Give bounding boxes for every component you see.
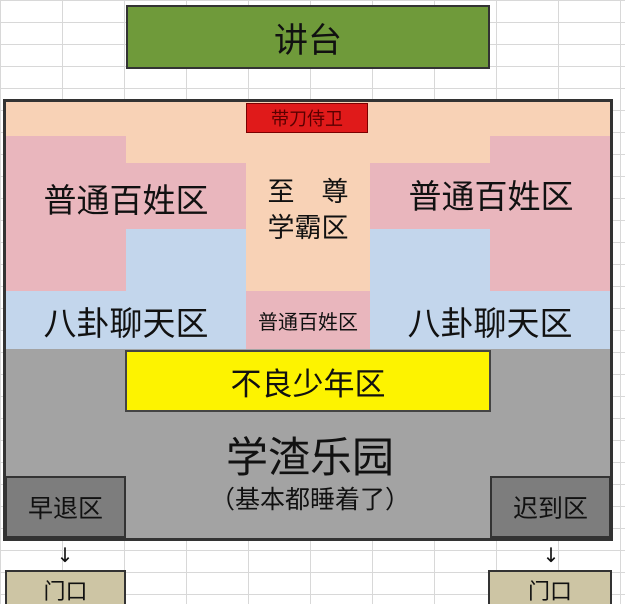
leave-early-zone: 早退区: [5, 476, 126, 538]
left-commoner-label: 普通百姓区: [43, 181, 209, 220]
left-arrow-icon: ↓: [56, 543, 74, 567]
center-commoner-zone: 普通百姓区: [246, 291, 370, 349]
guard-box: 带刀侍卫: [246, 103, 368, 133]
right-gossip-label: 八卦聊天区: [407, 304, 573, 343]
podium-label: 讲台: [274, 20, 342, 61]
supreme-line2: 学霸区: [267, 212, 349, 244]
left-commoner-zone-part: [126, 163, 246, 229]
right-gossip-zone: [370, 229, 490, 291]
podium: 讲台: [126, 5, 490, 69]
left-gossip-zone: [126, 229, 246, 291]
left-door-label: 门口: [43, 580, 88, 605]
left-commoner-zone: [6, 136, 126, 291]
late-label: 迟到区: [512, 494, 588, 523]
leave-early-label: 早退区: [27, 494, 103, 523]
guard-label: 带刀侍卫: [271, 109, 343, 130]
right-door-label: 门口: [527, 580, 572, 605]
slacker-subtitle: （基本都睡着了）: [209, 485, 410, 514]
supreme-line1: 至 尊: [267, 176, 349, 208]
delinquent-label: 不良少年区: [230, 366, 386, 403]
right-commoner-zone-part: [370, 163, 490, 229]
late-zone: 迟到区: [490, 476, 611, 538]
delinquent-zone: 不良少年区: [125, 350, 491, 412]
right-arrow-icon: ↓: [542, 543, 560, 567]
right-door: 门口: [488, 570, 612, 605]
center-commoner-label: 普通百姓区: [258, 309, 358, 334]
right-gossip-zone-part: [370, 291, 610, 349]
left-gossip-zone-part: [6, 291, 246, 349]
slacker-title: 学渣乐园: [225, 432, 394, 482]
left-gossip-label: 八卦聊天区: [43, 304, 209, 343]
left-door: 门口: [5, 570, 126, 605]
right-commoner-zone: [490, 136, 610, 291]
right-commoner-label: 普通百姓区: [408, 177, 574, 216]
